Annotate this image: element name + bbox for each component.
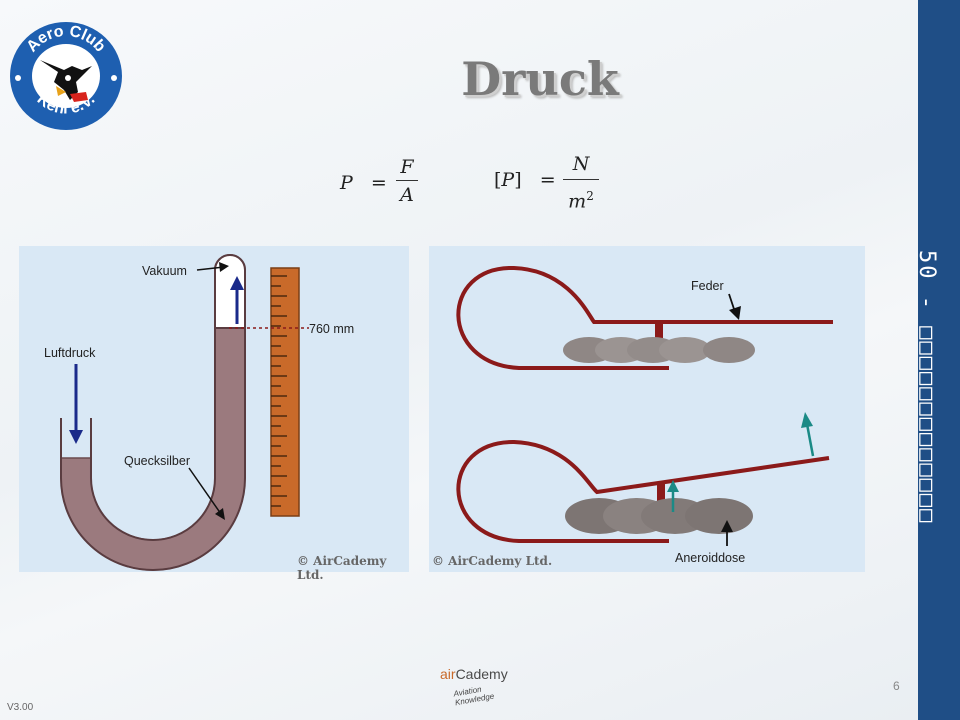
formula-unit-eq: =	[539, 169, 556, 191]
label-capsule: Aneroiddose	[675, 551, 745, 565]
spring-loop-top	[456, 265, 833, 370]
formula-unit-lhs: [P]	[494, 169, 522, 191]
mercury-pointer-head-icon	[215, 508, 225, 520]
copyright-left: © AirCademy Ltd.	[297, 554, 387, 582]
capsule-top	[563, 337, 755, 363]
formula-fraction-left: F A	[396, 154, 418, 207]
unit-base: m	[568, 190, 587, 213]
barometer-figure: Vakuum 760 mm Luftdruck Quecksilber © Ai…	[19, 246, 409, 582]
vacuum-arrow-head-icon	[230, 276, 244, 290]
formula-eq: =	[370, 172, 387, 194]
mercury-column	[60, 327, 246, 571]
spring-pointer-head-icon	[729, 306, 741, 320]
barometer-diagram: Vakuum 760 mm Luftdruck Quecksilber	[44, 254, 354, 571]
formula-lhs: P	[340, 172, 353, 194]
brand-air: air	[440, 666, 456, 682]
brand-cademy: Cademy	[455, 666, 508, 682]
formula-denominator: A	[400, 184, 414, 207]
unit-exponent: 2	[586, 189, 594, 204]
spring-post-top	[655, 322, 663, 346]
label-height: 760 mm	[309, 322, 354, 336]
sidebar-label: 50 - □□□□□□□□□□□□□	[914, 250, 939, 524]
vacuum-pointer-head-icon	[219, 262, 229, 272]
air-pressure-arrow-head-icon	[69, 430, 83, 444]
slide-title: Druck	[461, 52, 619, 106]
page-number: 6	[893, 679, 900, 693]
sidebar-placeholder-glyphs: □□□□□□□□□□□□□	[914, 326, 939, 525]
logo-dot-right-icon	[111, 75, 117, 81]
formula-unit-symbol: P	[501, 169, 515, 191]
capsule-bottom	[565, 498, 753, 534]
sidebar-label-text: 50 -	[914, 250, 939, 327]
version-label: V3.00	[7, 702, 34, 713]
mercury-pointer-icon	[188, 467, 222, 515]
copyright-right: © AirCademy Ltd.	[432, 554, 553, 568]
formula-pressure: P =	[340, 172, 387, 194]
bird-scarf-icon	[70, 92, 88, 102]
bird-eye-icon	[65, 75, 71, 81]
label-mercury: Quecksilber	[124, 454, 190, 468]
aneroid-diagram: Feder Aneroiddose	[456, 265, 833, 565]
label-spring: Feder	[691, 279, 724, 293]
lever-up-arrow-head-icon	[801, 412, 813, 428]
formula-numerator: F	[400, 156, 414, 178]
capsule-pointer-head-icon	[721, 520, 733, 532]
formula-fraction-right: N m2	[563, 151, 599, 213]
fraction-bar	[396, 180, 418, 182]
spring-loop-bottom	[456, 439, 830, 543]
capsule-expand-arrow-head-icon	[667, 480, 679, 492]
formula-unit: [P] =	[494, 169, 556, 191]
formula-unit-numerator: N	[572, 153, 590, 175]
label-air-pressure: Luftdruck	[44, 346, 96, 360]
logo-dot-left-icon	[15, 75, 21, 81]
scale-ticks	[271, 275, 287, 507]
mm-scale	[270, 267, 300, 517]
label-vacuum: Vakuum	[142, 264, 187, 278]
spring-post-bottom	[657, 482, 665, 508]
aircademy-logo: airCademy Aviation Knowledge	[440, 666, 508, 707]
fraction-bar-right	[563, 179, 599, 181]
brand-tagline: Aviation Knowledge	[453, 683, 495, 708]
formula-unit-denominator: m2	[563, 180, 599, 212]
aneroid-figure: Feder Aneroiddose © AirCademy Ltd.	[429, 246, 865, 572]
aero-club-logo: Aero Club Kehl e.V.	[10, 22, 122, 130]
sidebar	[918, 0, 960, 720]
bird-beak-icon	[56, 86, 66, 96]
lever-up-arrow-icon	[805, 423, 815, 457]
vacuum-pointer-icon	[196, 266, 225, 271]
